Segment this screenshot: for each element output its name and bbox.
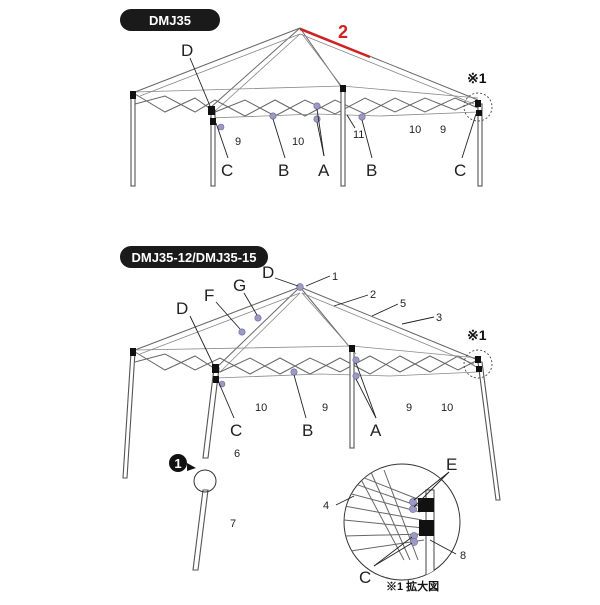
- top-label-d: D: [181, 41, 193, 60]
- bottom-detail-circle: [463, 349, 493, 379]
- bottom-joint-b: [290, 368, 298, 376]
- bottom-num-5: 5: [400, 298, 406, 310]
- detail-caption: ※1 拡大図: [386, 579, 439, 593]
- circle-ref-arrow: [187, 463, 196, 471]
- top-bracket-c: [210, 118, 216, 125]
- bottom-joint-a-upper: [352, 356, 360, 364]
- top-label-b1: B: [278, 161, 289, 180]
- detail-leader-c1: [373, 536, 413, 567]
- bottom-roof-frame: [134, 286, 479, 373]
- detail-num-4: 4: [323, 500, 329, 512]
- top-detail-circle: [463, 92, 493, 122]
- detail-leader-8: [429, 539, 457, 555]
- bottom-joint-f: [238, 328, 246, 336]
- bottom-model-label: DMJ35-12/DMJ35-15: [131, 250, 256, 265]
- circle-ref-badge: [169, 454, 187, 472]
- top-label-b2: B: [366, 161, 377, 180]
- bottom-label-a: A: [370, 421, 382, 440]
- detail-leader-e2: [413, 471, 450, 508]
- top-label-c2: C: [454, 161, 466, 180]
- top-num-9b: 9: [440, 124, 446, 136]
- bottom-model-badge: [120, 246, 268, 268]
- bottom-label-f: F: [204, 286, 214, 305]
- top-leaders: [189, 57, 477, 159]
- bottom-label-g: G: [233, 276, 246, 295]
- bottom-num-10b: 10: [441, 402, 453, 414]
- bottom-detail-ref: ※1: [467, 327, 487, 343]
- bottom-label-d1: D: [262, 263, 274, 282]
- top-bracket-center: [340, 85, 346, 92]
- bottom-scissor-truss: [134, 345, 479, 379]
- detail-leader-c2: [373, 542, 413, 567]
- top-detail-ref: ※1: [467, 70, 487, 86]
- circle-ref-number: 1: [174, 456, 181, 471]
- top-num-11: 11: [353, 129, 364, 141]
- bottom-joint-g: [254, 314, 262, 322]
- top-legs: [130, 87, 483, 187]
- bottom-num-6: 6: [234, 448, 240, 460]
- bottom-leaders: [189, 275, 435, 419]
- bottom-label-c: C: [230, 421, 242, 440]
- top-joint-b2: [358, 113, 366, 121]
- bottom-label-d2: D: [176, 299, 188, 318]
- bottom-num-7: 7: [230, 518, 236, 530]
- bottom-bracket-d: [212, 364, 219, 373]
- top-highlight-number: 2: [338, 22, 348, 42]
- top-joint-b1: [269, 112, 277, 120]
- bottom-num-1: 1: [332, 271, 338, 283]
- top-model-label: DMJ35: [149, 13, 191, 28]
- highlighted-rafter: [299, 27, 371, 59]
- top-label-c: C: [221, 161, 233, 180]
- top-num-9a: 9: [235, 136, 241, 148]
- top-roof-frame: [134, 27, 479, 113]
- leg-joint-circle: [193, 469, 217, 493]
- bottom-num-3: 3: [436, 312, 442, 324]
- top-bracket-right-top: [475, 100, 481, 107]
- detail-leader-e1: [413, 471, 450, 501]
- detail-label-c: C: [359, 568, 371, 587]
- bottom-bracket-right-bottom: [476, 366, 482, 372]
- bottom-label-b: B: [302, 421, 313, 440]
- bottom-diagram: DMJ35-12/DMJ35-15: [120, 246, 501, 571]
- top-diagram: DMJ35: [120, 9, 493, 187]
- top-scissor-truss: [134, 85, 479, 119]
- bottom-bracket-c: [213, 376, 219, 383]
- top-joint-c: [217, 123, 225, 131]
- top-bracket-d: [208, 106, 215, 115]
- top-joint-a-upper: [313, 102, 321, 110]
- bottom-bracket-center: [349, 345, 355, 352]
- detail-leader-4: [335, 495, 355, 506]
- top-bracket-left: [130, 91, 136, 99]
- detail-view: E C 4 8 ※1 拡大図: [323, 455, 466, 593]
- bottom-joint-a-lower: [352, 372, 360, 380]
- detail-num-8: 8: [460, 550, 466, 562]
- top-num-10b: 10: [409, 124, 421, 136]
- top-label-a: A: [318, 161, 330, 180]
- bottom-bracket-right-top: [475, 356, 481, 363]
- detail-label-e: E: [446, 455, 457, 474]
- bottom-joint-d-top: [296, 283, 304, 291]
- top-num-10a: 10: [292, 136, 304, 148]
- top-bracket-right-bottom: [476, 110, 482, 116]
- bottom-num-2: 2: [370, 289, 376, 301]
- bottom-bracket-left: [130, 348, 136, 356]
- bottom-num-9a: 9: [322, 402, 328, 414]
- bottom-num-10a: 10: [255, 402, 267, 414]
- bottom-num-9b: 9: [406, 402, 412, 414]
- top-model-badge: [120, 9, 220, 31]
